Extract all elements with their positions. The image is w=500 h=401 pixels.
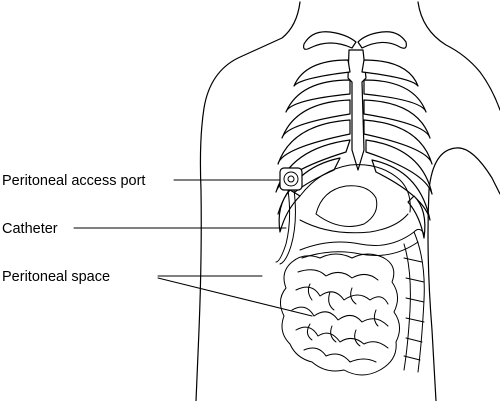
clavicles xyxy=(303,31,407,50)
ribs-right xyxy=(361,59,433,239)
catheter-tube xyxy=(275,189,296,265)
access-port xyxy=(279,167,303,191)
label-peritoneal-access-port: Peritoneal access port xyxy=(2,173,145,189)
large-intestine xyxy=(299,228,425,373)
small-intestine xyxy=(280,253,400,376)
ribs-left xyxy=(275,59,351,233)
torso-outline xyxy=(195,1,500,401)
label-peritoneal-space: Peritoneal space xyxy=(2,269,110,285)
upper-abdominal-organs xyxy=(299,164,411,234)
leader-lines xyxy=(73,179,313,317)
label-catheter: Catheter xyxy=(2,221,58,237)
